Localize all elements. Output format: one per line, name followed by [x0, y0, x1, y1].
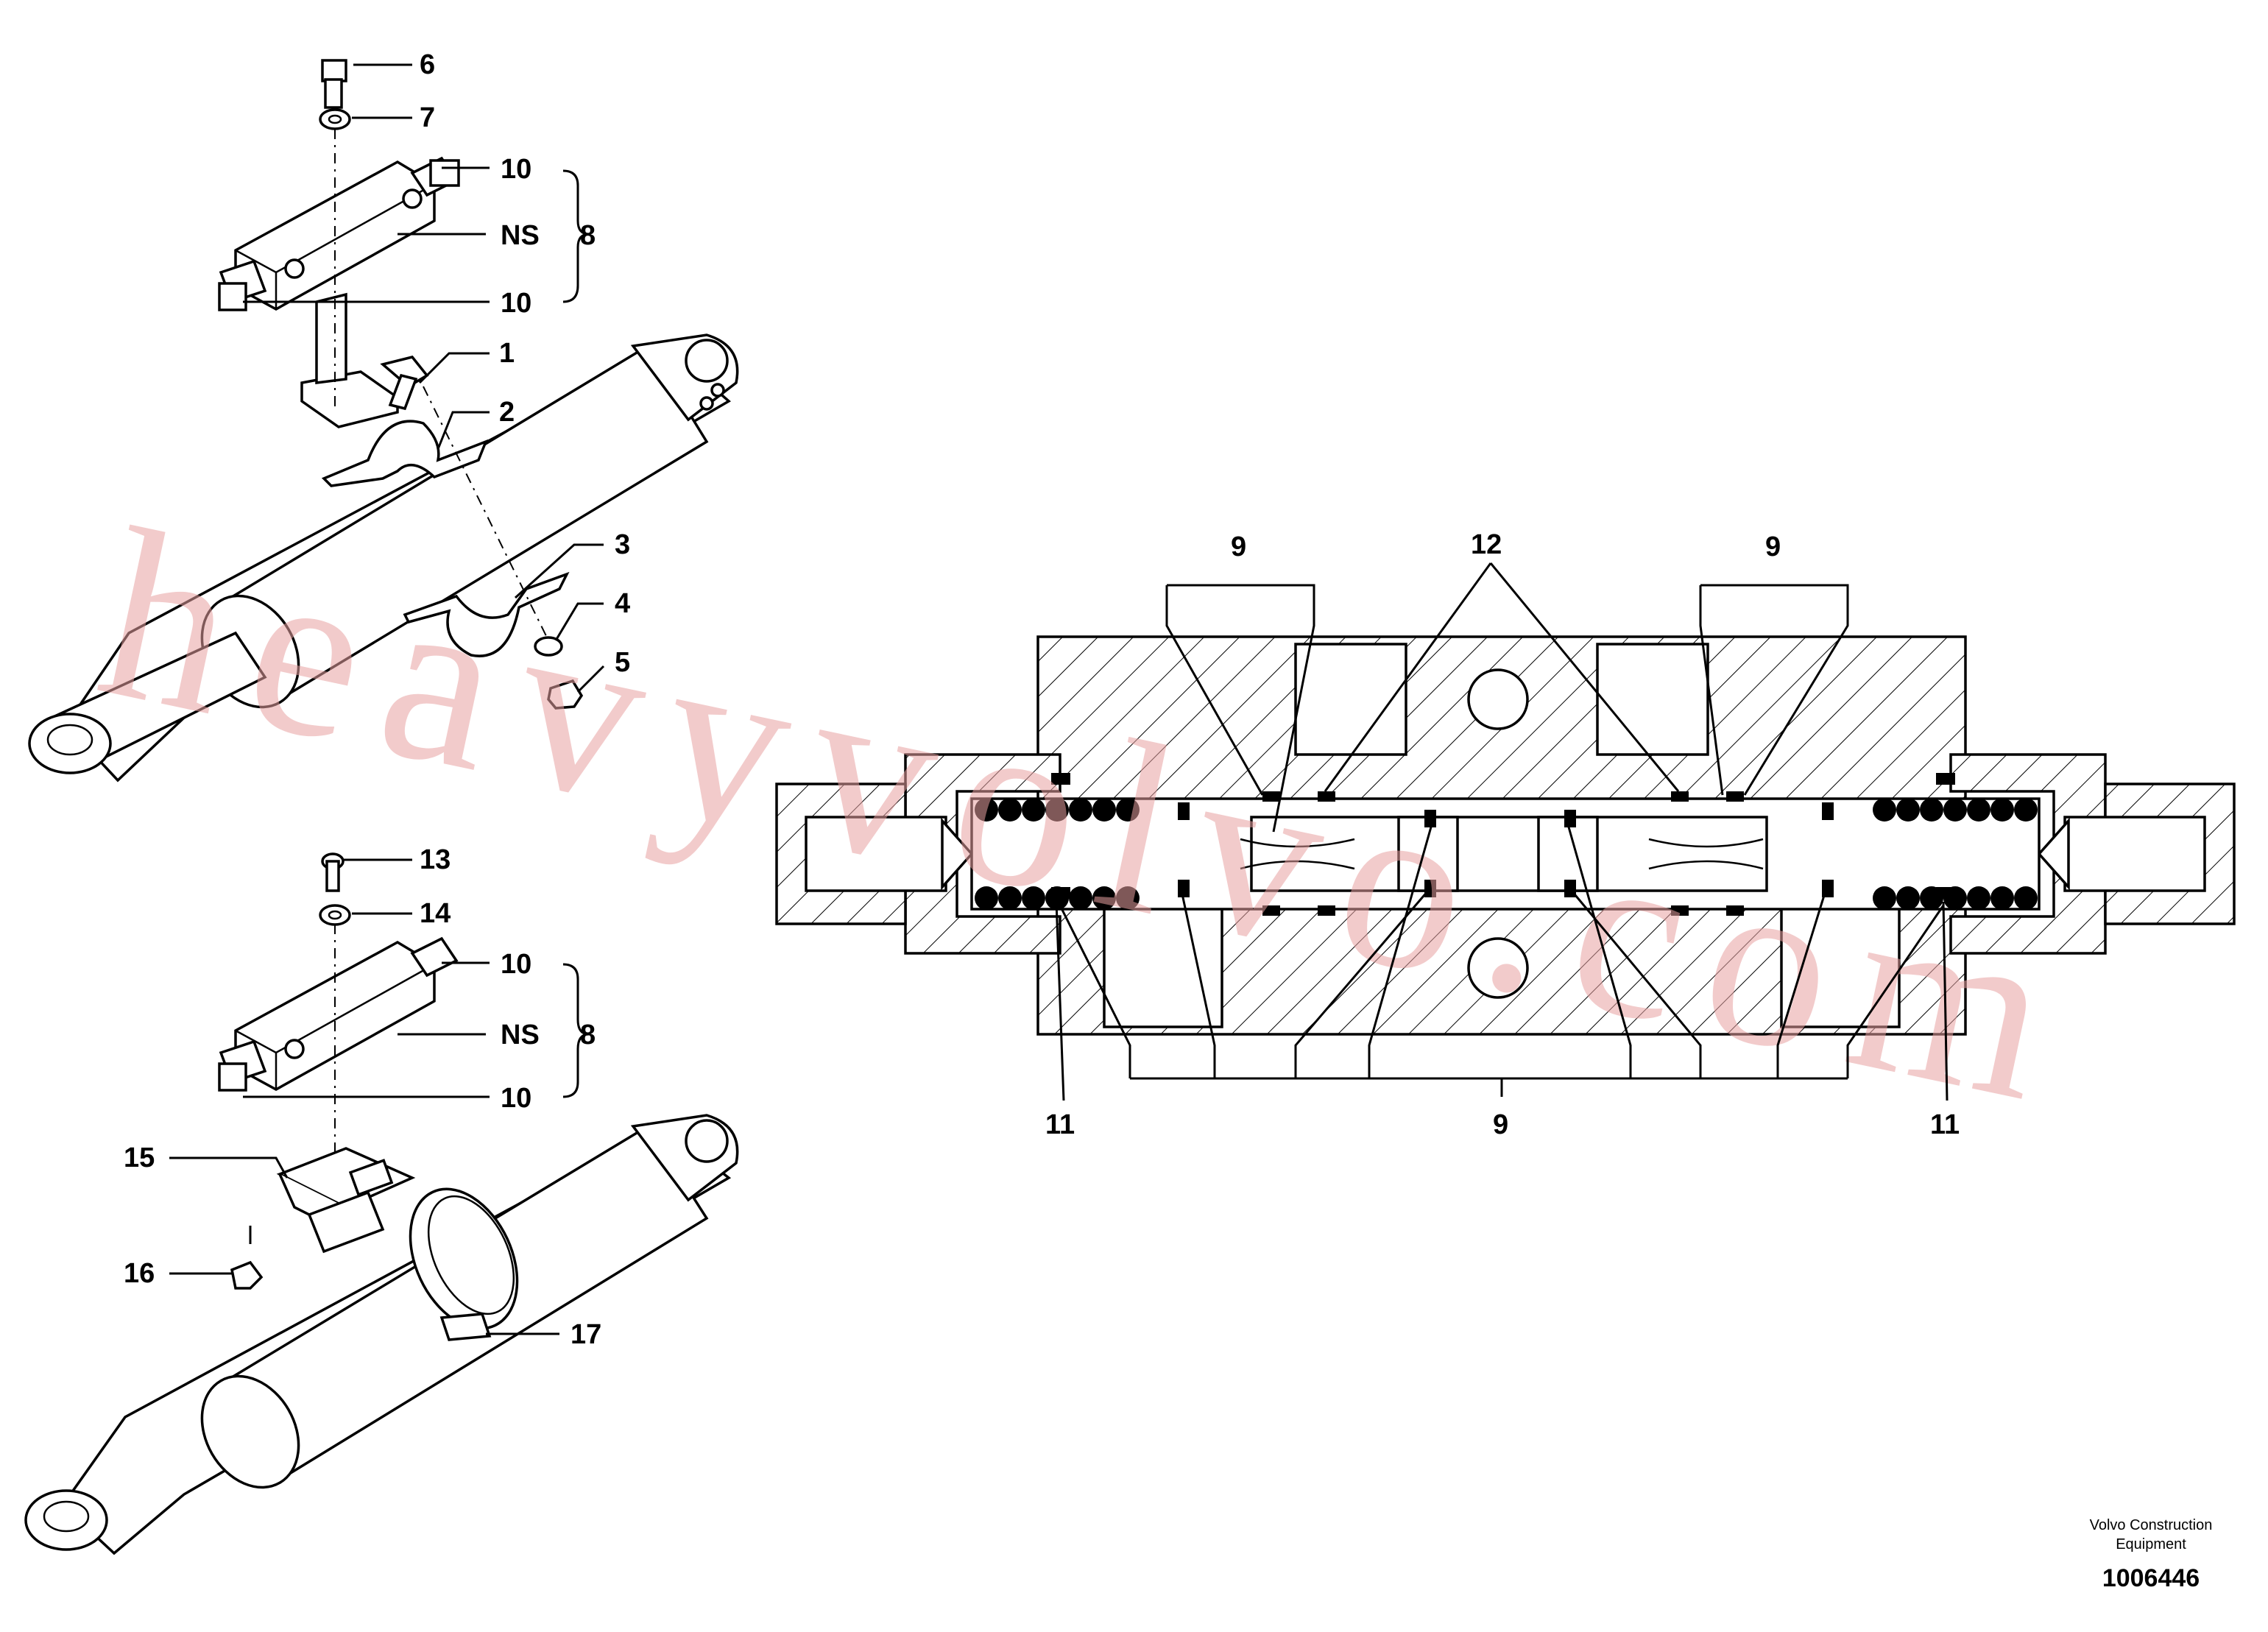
callout-ns-a: NS	[501, 220, 540, 251]
callout-9-b: 9	[1765, 531, 1781, 562]
callout-ns-b: NS	[501, 1020, 540, 1050]
washer-14	[319, 904, 351, 926]
callout-6: 6	[420, 49, 435, 80]
upper-clamp-2	[321, 420, 489, 487]
callout-8-b: 8	[580, 1020, 596, 1050]
bolt-6	[321, 59, 347, 109]
callout-11-a: 11	[1045, 1109, 1075, 1140]
washer-7	[319, 108, 351, 130]
lower-valve-block	[218, 936, 459, 1092]
callout-7: 7	[420, 102, 435, 133]
callout-1: 1	[499, 338, 515, 369]
callout-2: 2	[499, 397, 515, 428]
bolt-13	[321, 852, 345, 892]
lower-hose-clamp-17	[409, 1187, 519, 1341]
callout-11-b: 11	[1930, 1109, 1960, 1140]
nut-16	[230, 1260, 264, 1290]
callout-14: 14	[420, 898, 451, 929]
callout-10-c: 10	[501, 949, 531, 980]
title-block: Volvo Construction Equipment 1006446	[2090, 1517, 2213, 1592]
callout-10-a: 10	[501, 154, 531, 185]
upper-bracket	[300, 292, 399, 428]
callout-5: 5	[615, 647, 630, 678]
callout-15: 15	[124, 1142, 155, 1173]
nut-5	[547, 679, 584, 710]
callout-13: 13	[420, 844, 451, 875]
valve-cross-section	[775, 635, 2236, 1036]
callout-8-a: 8	[580, 220, 596, 251]
upper-clamp-3	[403, 571, 570, 657]
callout-17: 17	[570, 1319, 601, 1350]
company-name-line2: Equipment	[2116, 1536, 2186, 1552]
drawing-number: 1006446	[2102, 1564, 2200, 1592]
callout-10-d: 10	[501, 1083, 531, 1114]
callout-9-c: 9	[1493, 1109, 1508, 1140]
callout-16: 16	[124, 1258, 155, 1289]
callout-4: 4	[615, 588, 630, 619]
lower-bracket-15	[276, 1147, 416, 1254]
right-spring-coils	[1873, 798, 2038, 910]
left-spring-coils	[975, 798, 1140, 910]
washer-4	[534, 636, 563, 657]
leader-lines	[169, 63, 1949, 1335]
callout-10-b: 10	[501, 288, 531, 319]
callout-12: 12	[1471, 529, 1502, 560]
callout-labels: 6 7 10 NS 8 10 1 2 3 4 5 13 14 10 NS 8 1…	[124, 49, 1960, 1350]
upper-cylinder	[28, 333, 739, 783]
callout-3: 3	[615, 529, 630, 560]
callout-9-a: 9	[1231, 531, 1246, 562]
company-name-line1: Volvo Construction	[2090, 1517, 2213, 1533]
